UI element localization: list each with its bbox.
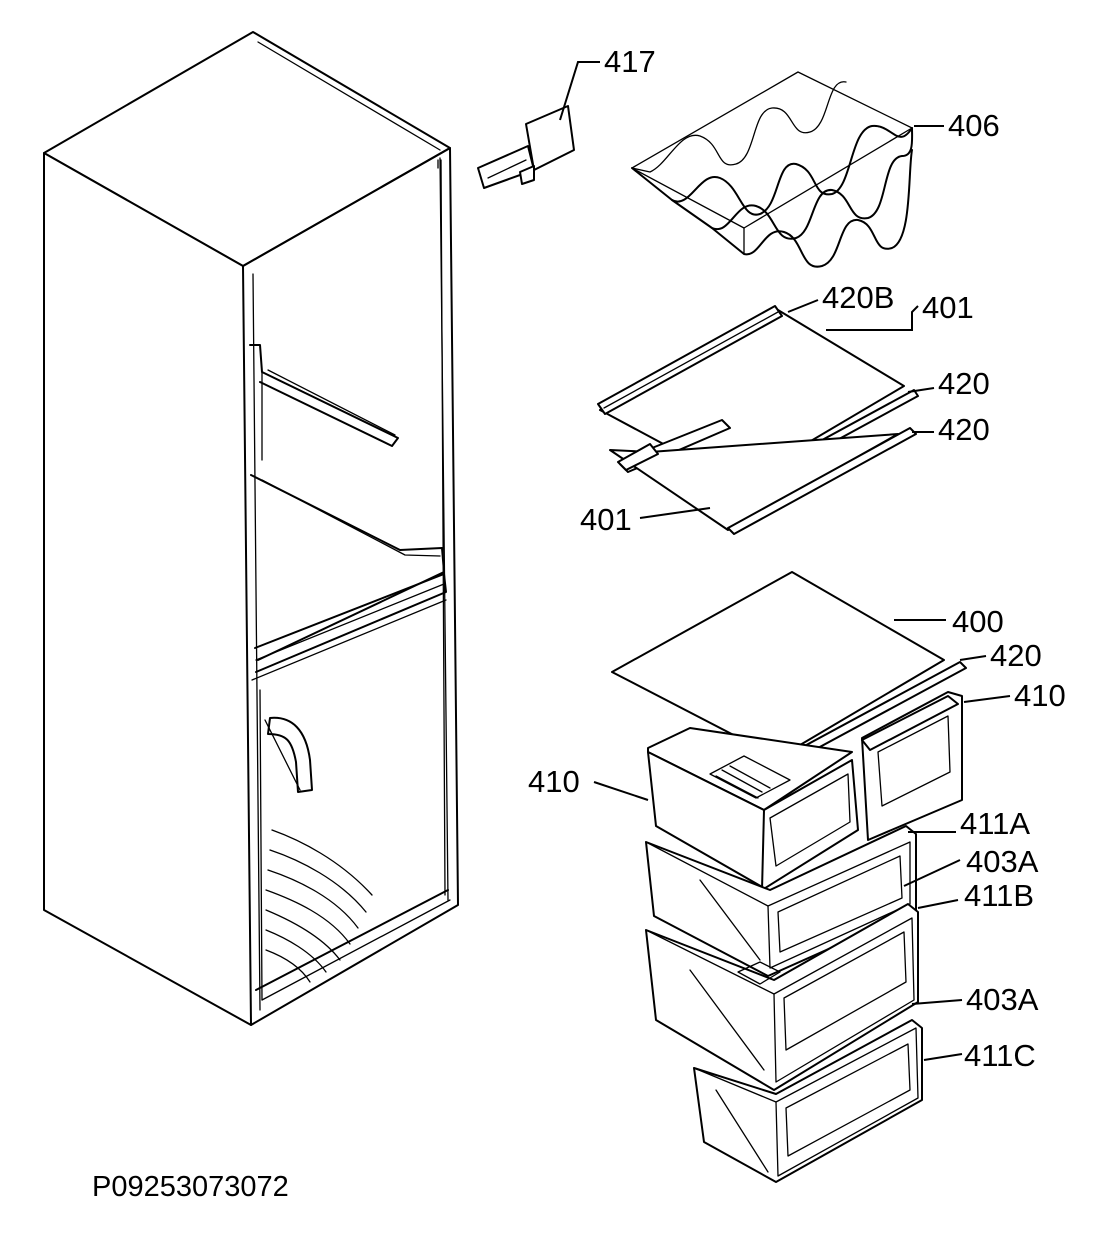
label-420B: 420B bbox=[822, 280, 894, 315]
label-410-right: 410 bbox=[1014, 678, 1066, 713]
label-420-lower: 420 bbox=[938, 412, 990, 447]
label-403A-upper: 403A bbox=[966, 844, 1039, 879]
part-400-glass-cover: 400 420 bbox=[611, 571, 1042, 763]
label-411B: 411B bbox=[964, 878, 1034, 913]
part-411B-drawer: 411B 403A bbox=[645, 878, 1039, 1091]
label-406: 406 bbox=[948, 108, 1000, 143]
part-401-glass-shelf-lower: 420 401 bbox=[580, 412, 990, 537]
part-411C-drawer: 411C bbox=[693, 1019, 1036, 1183]
label-401-upper: 401 bbox=[922, 290, 974, 325]
label-401-lower: 401 bbox=[580, 502, 632, 537]
part-406-wine-rack: 406 bbox=[631, 71, 1000, 268]
part-410-crisper-right: 410 bbox=[861, 678, 1066, 841]
drawing-code: P09253073072 bbox=[92, 1171, 289, 1203]
label-410-left: 410 bbox=[528, 764, 580, 799]
part-417-bracket: 417 bbox=[477, 44, 656, 189]
label-420-cover: 420 bbox=[990, 638, 1042, 673]
label-400: 400 bbox=[952, 604, 1004, 639]
label-417: 417 bbox=[604, 44, 656, 79]
label-411A: 411A bbox=[960, 806, 1030, 841]
label-411C: 411C bbox=[964, 1038, 1036, 1073]
label-403A-lower: 403A bbox=[966, 982, 1039, 1017]
label-420-upper: 420 bbox=[938, 366, 990, 401]
fridge-cabinet bbox=[43, 31, 459, 1026]
